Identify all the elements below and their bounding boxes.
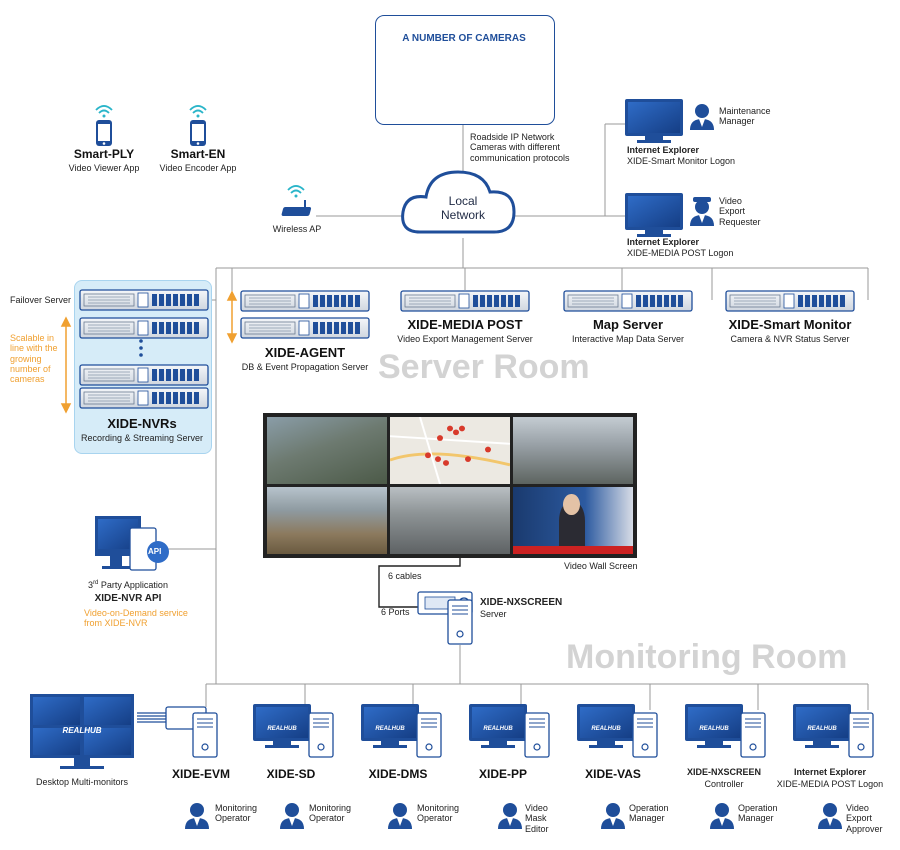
smart-en-desc: Video Encoder App	[159, 163, 237, 173]
wireless-ap-icon	[281, 185, 312, 216]
export-requester-app: XIDE-MEDIA POST Logon	[627, 248, 734, 258]
video-wall-caption: Video Wall Screen	[564, 561, 638, 571]
nxscreen-server-desc: Server	[480, 609, 507, 619]
video-tile-city-aerial	[267, 417, 387, 484]
brand-logo: REALHUB	[62, 726, 102, 735]
client-sub-ie: XIDE-MEDIA POST Logon	[776, 779, 884, 789]
multi-monitor-icon	[30, 694, 218, 769]
nvrs-name: XIDE-NVRs	[107, 416, 177, 431]
client-name-dms: XIDE-DMS	[368, 767, 428, 781]
nvrs-desc: Recording & Streaming Server	[80, 433, 204, 443]
cloud-icon	[401, 170, 516, 234]
api-computer-icon	[95, 516, 169, 571]
client-name-ie: Internet Explorer	[793, 767, 867, 777]
brand-logo: REALHUB	[483, 726, 513, 732]
nxscreen-server-icon	[417, 591, 473, 645]
client-sub-nxscreen: Controller	[704, 779, 744, 789]
smart-ply-name: Smart-PLY	[73, 147, 135, 161]
brand-logo: REALHUB	[267, 726, 297, 732]
api-party-label: 3rd Party Application	[88, 580, 168, 590]
client-name-vas: XIDE-VAS	[585, 767, 641, 781]
video-tile-road	[390, 487, 510, 554]
camera-group-box	[375, 15, 555, 125]
brand-logo: REALHUB	[807, 726, 837, 732]
agent-arrow-icon	[226, 290, 238, 344]
scale-arrow-icon	[60, 316, 72, 414]
client-name-pp: XIDE-PP	[478, 767, 528, 781]
wireless-ap-label: Wireless AP	[272, 224, 322, 234]
ports-label: 6 Ports	[381, 607, 410, 617]
video-tile-news	[513, 487, 633, 554]
map-server-name: Map Server	[592, 317, 664, 332]
api-name: XIDE-NVR API	[94, 593, 162, 604]
brand-logo: REALHUB	[591, 726, 621, 732]
client-name-evm: XIDE-EVM	[171, 767, 231, 781]
video-tile-map	[390, 417, 510, 484]
api-icon-label: API	[148, 547, 162, 556]
cameras-title: A NUMBER OF CAMERAS	[402, 33, 526, 44]
media-post-desc: Video Export Management Server	[397, 334, 533, 344]
smart-monitor-desc: Camera & NVR Status Server	[730, 334, 850, 344]
nxscreen-server-name: XIDE-NXSCREEN	[480, 597, 563, 608]
media-post-name: XIDE-MEDIA POST	[407, 317, 523, 332]
brand-logo: REALHUB	[699, 726, 729, 732]
failover-label: Failover Server	[10, 295, 72, 305]
video-tile-highway	[513, 417, 633, 484]
client-name-nxscreen: XIDE-NXSCREEN	[686, 767, 762, 777]
agent-desc: DB & Event Propagation Server	[241, 362, 369, 372]
smart-en-name: Smart-EN	[170, 147, 226, 161]
desktop-multi-label: Desktop Multi-monitors	[35, 777, 129, 787]
connection-lines	[168, 123, 869, 710]
maintenance-browser: Internet Explorer	[627, 145, 700, 155]
export-requester-browser: Internet Explorer	[627, 237, 700, 247]
agent-name: XIDE-AGENT	[264, 345, 346, 360]
smart-monitor-name: XIDE-Smart Monitor	[728, 317, 852, 332]
smart-ply-desc: Video Viewer App	[68, 163, 140, 173]
video-tile-construction	[267, 487, 387, 554]
maintenance-app: XIDE-Smart Monitor Logon	[627, 156, 736, 166]
cables-label: 6 cables	[388, 571, 422, 581]
client-name-sd: XIDE-SD	[266, 767, 316, 781]
server-room-label: Server Room	[378, 348, 590, 386]
map-server-desc: Interactive Map Data Server	[571, 334, 685, 344]
video-wall-screen	[263, 413, 637, 558]
video-wall-cables	[378, 558, 461, 608]
monitoring-room-label: Monitoring Room	[566, 638, 848, 676]
map-pins-icon	[390, 417, 510, 484]
police-person-icon	[690, 197, 714, 226]
brand-logo: REALHUB	[375, 726, 405, 732]
